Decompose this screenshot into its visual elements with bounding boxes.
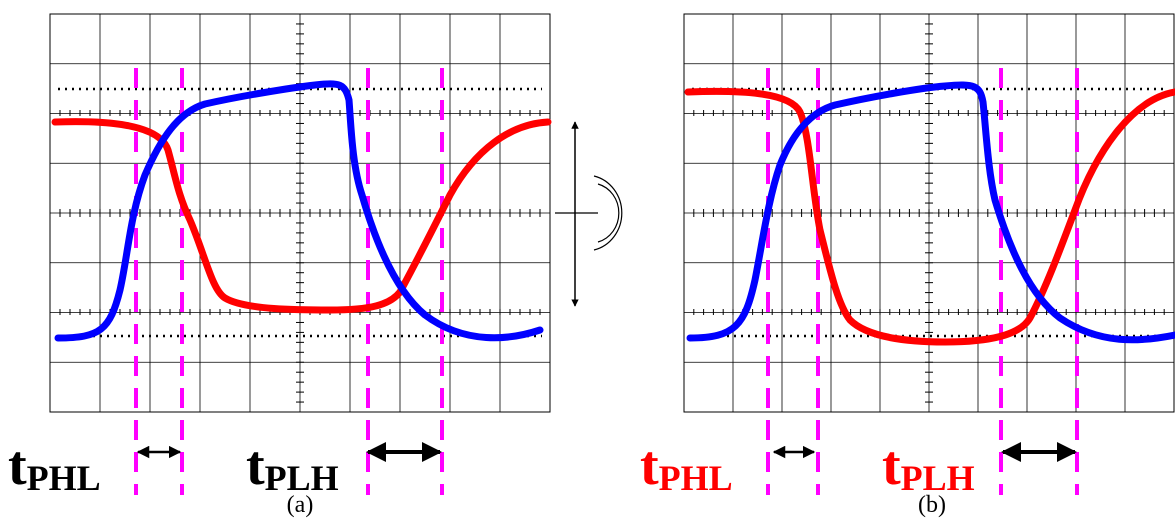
output-trace-b (684, 87, 1175, 346)
adjust-control (555, 121, 623, 307)
tphl-label-a: tPHL (8, 435, 101, 498)
caption-a: (a) (287, 492, 314, 518)
output-trace-a (51, 118, 552, 314)
caption-b: (b) (918, 492, 946, 518)
scope-grid-a (49, 13, 551, 413)
tplh-label-b: tPLH (882, 435, 975, 498)
marker-lines-b (766, 68, 1079, 495)
tphl-label-b: tPHL (640, 435, 733, 498)
tplh-label-a: tPLH (246, 435, 339, 498)
panel-a: tPHL tPLH (a) (8, 13, 623, 518)
marker-lines-a (134, 68, 444, 495)
adjust-knob-icon (593, 175, 623, 251)
input-trace-a (54, 80, 544, 342)
panel-b: tPHL tPLH (b) (640, 13, 1175, 518)
adjust-knob-icon (597, 183, 620, 243)
scope-grid-b (683, 13, 1175, 413)
input-trace-b (686, 81, 1175, 344)
